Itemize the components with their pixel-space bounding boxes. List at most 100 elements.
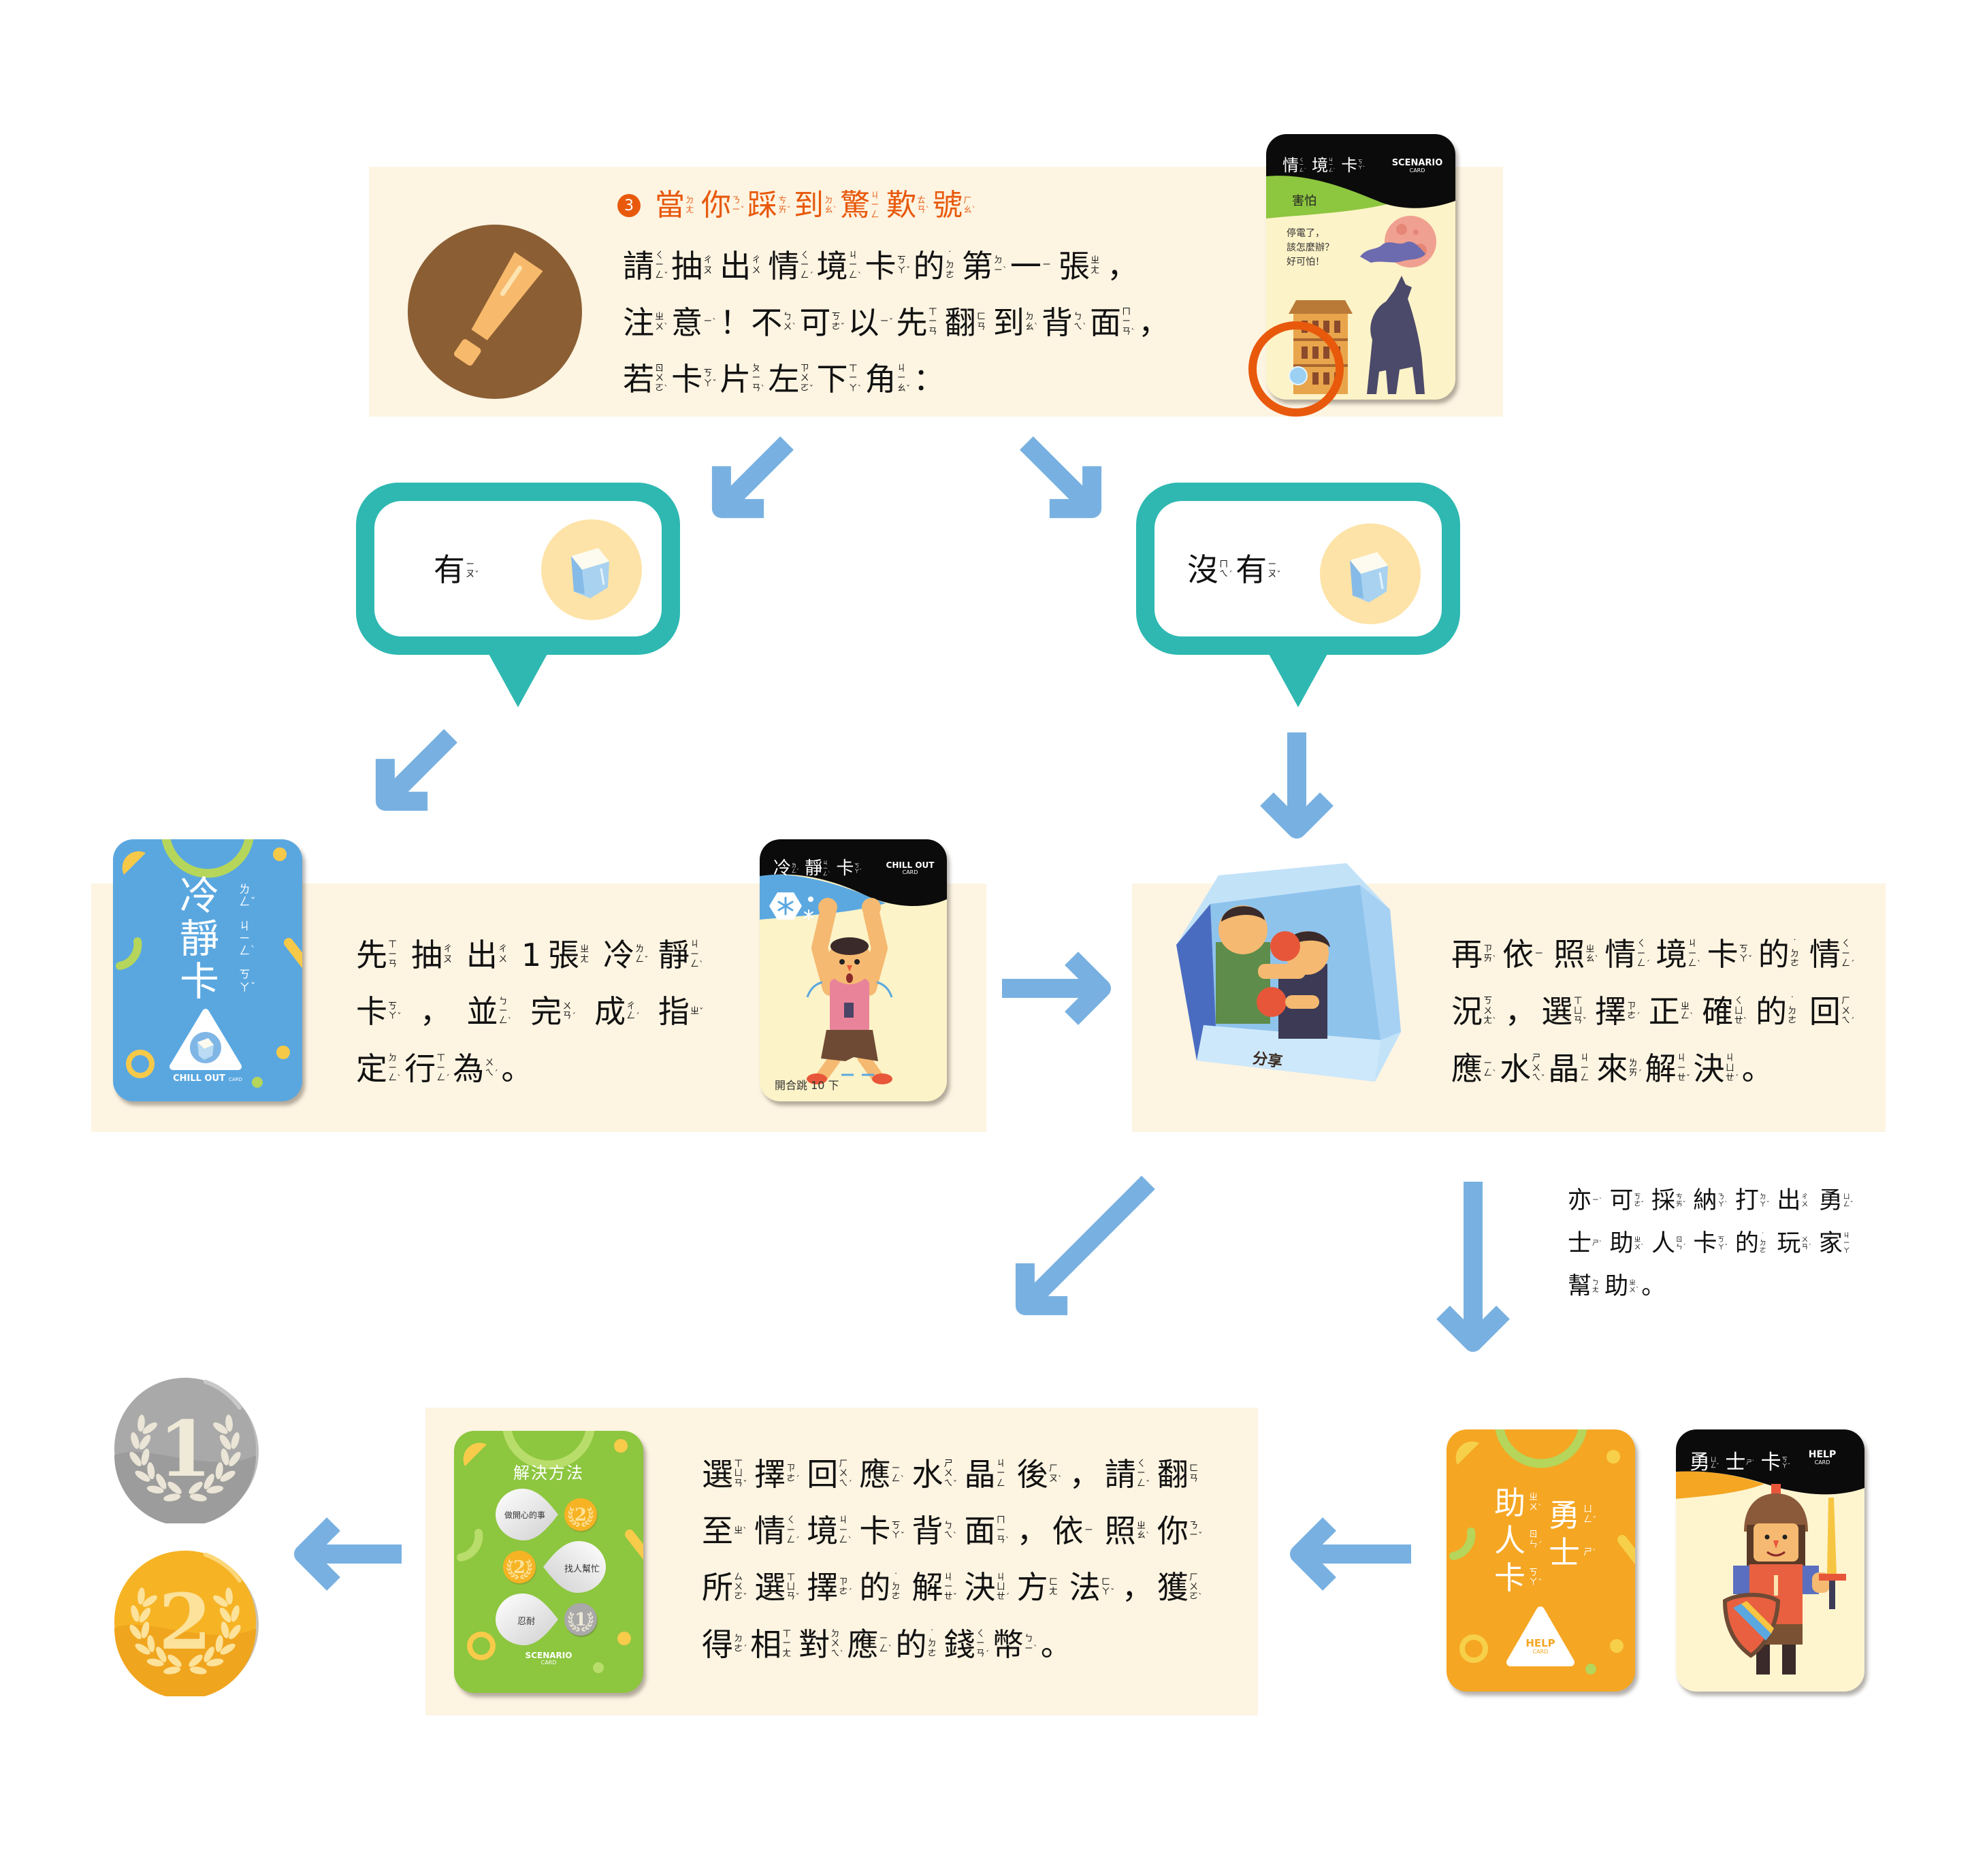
hanzi-char: 。 <box>1040 1626 1072 1663</box>
zhuyin-symbol: ㄨ <box>943 1468 953 1479</box>
laurel-leaf <box>146 1485 164 1493</box>
zhuyin-tone: ˋ <box>1641 1244 1645 1252</box>
zhuyin-symbol: ㄌ <box>1628 1058 1638 1069</box>
option-coin-silver: 1 <box>564 1603 598 1637</box>
arrow-crystal-to-reward <box>1015 1176 1155 1316</box>
zhuyin-symbol: ㄣ <box>1675 1243 1683 1251</box>
hanzi-char: 來 <box>1596 1050 1628 1087</box>
char-cell: 。 <box>1641 1275 1665 1299</box>
hanzi-char: 指 <box>658 993 690 1031</box>
zhuyin-tone: ˋ <box>857 383 862 393</box>
zhuyin-symbol: ㄎ <box>1357 159 1363 165</box>
hanzi-char: 依 <box>1052 1512 1084 1549</box>
zhuyin-symbol: ㄉ <box>1759 1193 1766 1201</box>
coin-value: 2 <box>575 1505 587 1525</box>
zhuyin-symbol: ㄜ <box>927 1648 937 1659</box>
zhuyin-symbol: ㄑ <box>1841 939 1851 950</box>
hanzi-char: 的 <box>1758 936 1790 973</box>
laurel-leaf <box>506 1568 510 1571</box>
zhuyin-tone: ˊ <box>1682 1244 1686 1252</box>
zhuyin-symbol: ㄢ <box>786 1591 796 1602</box>
hanzi-char: 抽 <box>410 936 442 973</box>
hanzi-char: 打 <box>1734 1187 1759 1214</box>
laurel-leaf <box>569 1624 573 1628</box>
zhuyin-symbol: ㄓ <box>1634 1235 1641 1244</box>
zhuyin-symbol: ㄥ <box>1680 1011 1690 1021</box>
zhuyin-symbol: ㄥ <box>848 270 858 280</box>
hanzi-char: 士 <box>1549 1534 1580 1571</box>
zhuyin-tone: ˋ <box>250 944 256 957</box>
zhuyin-symbol: ㄤ <box>580 954 590 965</box>
option-label: 忍耐 <box>517 1617 535 1627</box>
zhuyin-annotation: ㄔㄨ <box>498 944 507 965</box>
hanzi-char: 選 <box>1541 993 1573 1030</box>
hanzi-char: 依 <box>1502 936 1534 973</box>
zhuyin-symbol: ㄒ <box>388 939 398 950</box>
laurel-leaf <box>513 1572 515 1576</box>
zhuyin-annotation: ㄐㄧㄥ <box>997 1459 1005 1489</box>
laurel-leaf <box>588 1624 592 1628</box>
zhuyin-tone: ˋ <box>847 1536 852 1546</box>
zhuyin-symbol: ㄜ <box>831 321 841 332</box>
zhuyin-tone: ˊ <box>1850 959 1855 969</box>
zhuyin-tone: ˋ <box>1636 1287 1639 1295</box>
zhuyin-symbol: ㄚ <box>1717 1243 1725 1251</box>
zhuyin-symbol: ㄡ <box>1267 569 1277 579</box>
hanzi-char: 。 <box>1741 1050 1773 1087</box>
zhuyin-symbol: ㄉ <box>388 1053 398 1064</box>
hanzi-char: ， <box>1016 1512 1048 1549</box>
zhuyin-tone: ˇ <box>712 378 717 389</box>
zhuyin-symbol: ㄏ <box>1189 1572 1199 1583</box>
laurel-leaf <box>204 1647 214 1662</box>
zhuyin-symbol: ㄧ <box>1328 162 1334 168</box>
zhuyin-tone: ˋ <box>397 1073 402 1083</box>
laurel-leaf <box>131 1432 140 1449</box>
zhuyin-symbol: ㄥ <box>996 1478 1005 1489</box>
hanzi-char: ！ <box>720 304 752 341</box>
zhuyin-tone: ˋ <box>925 204 930 214</box>
zhuyin-symbol: ㄧ <box>786 1525 796 1536</box>
zhuyin-symbol: ㄝ <box>943 1591 953 1602</box>
laurel-branch <box>129 1587 182 1675</box>
zhuyin-symbol: ㄐ <box>1725 1053 1734 1064</box>
zhuyin-symbol: ㄨ <box>783 321 792 332</box>
hanzi-char: 水 <box>911 1455 943 1493</box>
char-cell: 的˙ㄉㄜ <box>914 250 962 282</box>
laurel-leaf <box>568 1515 571 1519</box>
zhuyin-symbol: ㄢ <box>1573 1016 1583 1026</box>
zhuyin-symbol: ㄧ <box>732 205 741 214</box>
jumping-jack-figure <box>806 898 893 1084</box>
laurel-leaf <box>581 1525 586 1527</box>
zhuyin-symbol: ㄧ <box>996 1525 1005 1536</box>
laurel-leaf <box>577 1627 580 1630</box>
zhuyin-symbol: ㄞ <box>1483 954 1493 964</box>
char-cell: 的˙ㄉㄜ <box>895 1629 943 1660</box>
laurel-leaf <box>568 1615 570 1620</box>
char-cell: 依ㄧ <box>1502 939 1551 970</box>
zhuyin-symbol: ㄐ <box>1580 1053 1589 1064</box>
zhuyin-symbol: ㄟ <box>1532 1073 1541 1084</box>
zhuyin-symbol: ㄠ <box>1585 954 1595 964</box>
laurel-leaf <box>530 1563 532 1568</box>
laurel-leaf <box>575 1630 580 1632</box>
